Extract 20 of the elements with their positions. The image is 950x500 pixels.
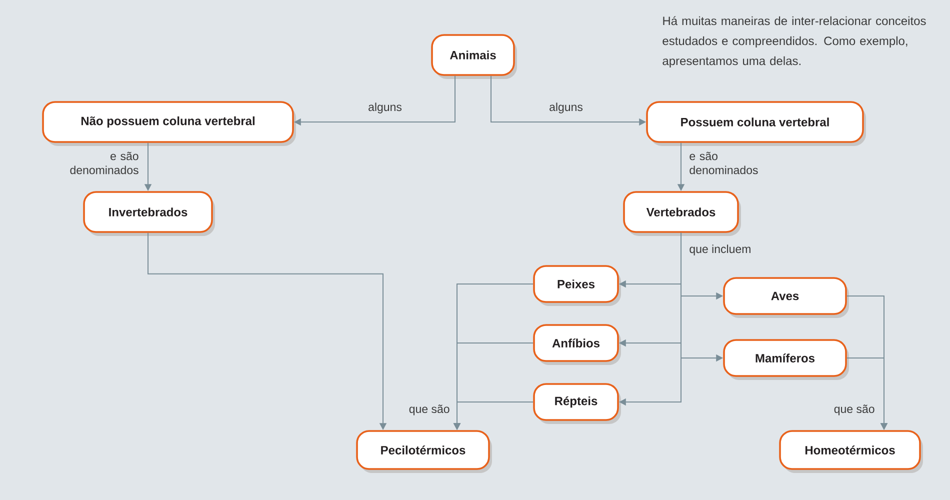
concept-box: Vertebrados <box>623 191 741 236</box>
edge-label: que são <box>409 404 450 416</box>
edge-label: alguns <box>550 102 583 114</box>
concept-box: Animais <box>431 34 517 79</box>
concept-box: Anfíbios <box>533 324 621 365</box>
concept-box: Não possuem coluna vertebral <box>42 101 296 146</box>
concept-box: Mamíferos <box>723 339 849 380</box>
concept-box: Possuem coluna vertebral <box>646 101 866 146</box>
concept-box: Répteis <box>533 383 621 424</box>
concept-box: Peixes <box>533 265 621 306</box>
note-text: Há muitas maneiras de inter-relacionar conceitos estudados e compreendidos. Como exemplo, apresentamos uma delas. <box>662 16 926 68</box>
edge-label: e são denominados <box>690 152 758 174</box>
edge-label: e são denominados <box>70 152 138 174</box>
concept-box: Aves <box>723 277 849 318</box>
edge-label: alguns <box>368 102 402 114</box>
concept-box: Invertebrados <box>83 191 215 236</box>
edge-label: que incluem <box>690 244 750 256</box>
concept-box: Homeotérmicos <box>779 430 923 473</box>
concept-box: Pecilotérmicos <box>356 430 492 473</box>
edge-label: que são <box>834 404 874 416</box>
